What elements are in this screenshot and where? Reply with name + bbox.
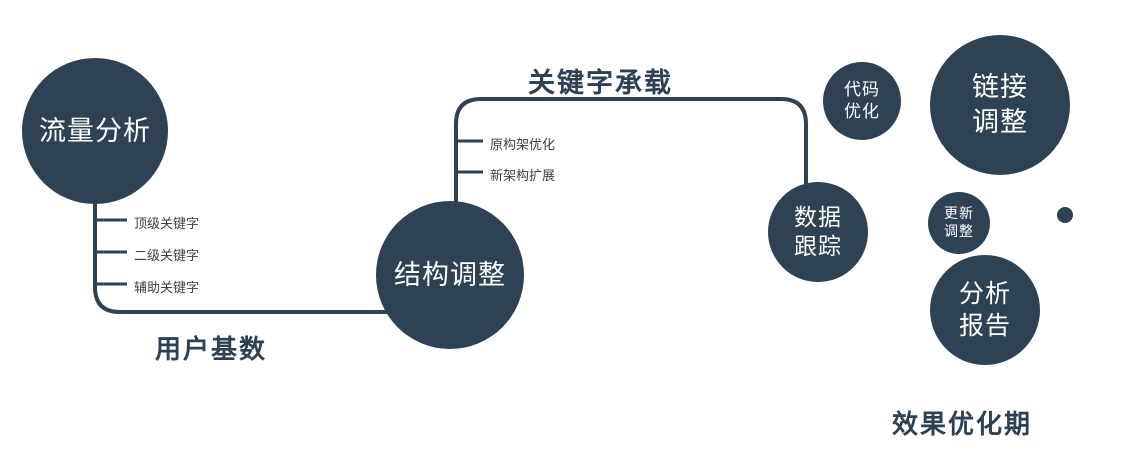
node-analysis-report: 分析报告 (930, 255, 1040, 365)
edge-traffic-to-structure (93, 160, 400, 314)
node-update-adjustment: 更新调整 (928, 192, 990, 254)
edge-structure-to-tracking (454, 97, 808, 230)
branch-label-arch-optimize: 原构架优化 (490, 137, 556, 152)
node-analysis-report-label: 分析报告 (958, 280, 1011, 340)
node-traffic-analysis: 流量分析 (22, 58, 168, 204)
node-structure-adjustment-label: 结构调整 (394, 259, 506, 290)
node-link-adjustment: 链接调整 (930, 35, 1070, 175)
node-traffic-analysis-label: 流量分析 (39, 115, 151, 146)
edge-label-keyword-carry: 关键字承载 (528, 68, 673, 98)
node-data-tracking-label: 数据跟踪 (793, 203, 842, 259)
node-update-adjustment-label: 更新调整 (943, 205, 974, 239)
node-link-adjustment-label: 链接调整 (972, 72, 1028, 137)
edge-label-user-base: 用户基数 (155, 334, 268, 364)
node-data-tracking: 数据跟踪 (768, 182, 868, 282)
node-structure-adjustment: 结构调整 (376, 201, 524, 349)
caption-effect-optimization: 效果优化期 (892, 409, 1033, 439)
node-code-optimization: 代码优化 (823, 62, 901, 140)
branch-label-top-keyword: 顶级关键字 (134, 216, 200, 231)
branch-label-aux-keyword: 辅助关键字 (134, 280, 200, 295)
bullet-dot (1057, 207, 1073, 223)
branch-label-second-keyword: 二级关键字 (134, 248, 200, 263)
branch-label-new-arch: 新架构扩展 (490, 168, 556, 183)
node-code-optimization-label: 代码优化 (844, 80, 880, 121)
